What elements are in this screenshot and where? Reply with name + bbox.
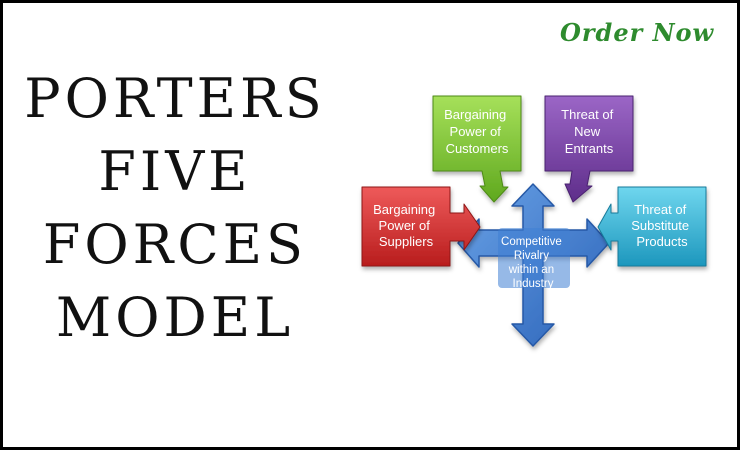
center-label-line: Competitive [501,236,562,248]
center-label-box [498,228,570,288]
suppliers-label-line: Power of [379,218,431,233]
customers-label-line: Bargaining [444,107,506,122]
substitutes-label-line: Substitute [631,218,689,233]
new-entrants-label-line: Threat of [561,107,613,122]
customers-label: Bargaining Power of Customers [444,107,510,156]
suppliers-label: Bargaining Power of Suppliers [373,202,439,249]
new-entrants-force [544,95,634,203]
title-line: PORTERS [24,67,326,130]
substitutes-force [597,186,707,267]
new-entrants-label-line: New [574,124,601,139]
substitutes-label-line: Threat of [634,202,686,217]
page-title: PORTERS FIVE FORCES MODEL [20,62,330,354]
customers-force [432,95,522,203]
center-label: Competitive Rivalry within an Industry [501,236,565,290]
substitutes-label: Threat of Substitute Products [631,202,692,249]
title-line: FIVE [98,140,252,203]
center-label-line: Industry [513,278,554,290]
substitutes-label-line: Products [636,234,688,249]
new-entrants-label: Threat of New Entrants [561,107,617,156]
title-line: MODEL [55,286,295,349]
title-line: FORCES [42,213,308,276]
center-label-line: Rivalry [514,250,549,262]
customers-label-line: Customers [446,141,509,156]
suppliers-label-line: Suppliers [379,234,434,249]
customers-label-line: Power of [450,124,502,139]
suppliers-force [361,186,481,267]
order-now-link[interactable]: Order Now [560,18,715,47]
new-entrants-label-line: Entrants [565,141,614,156]
suppliers-label-line: Bargaining [373,202,435,217]
center-label-line: within an [508,264,554,276]
